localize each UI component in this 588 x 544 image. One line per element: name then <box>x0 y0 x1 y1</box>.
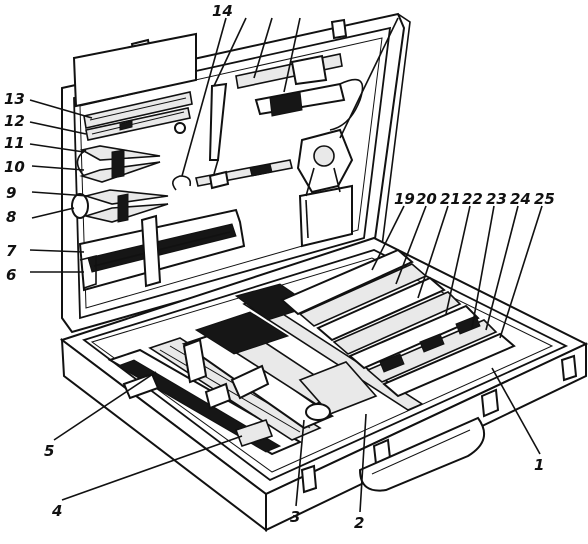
label-4: 4 <box>51 502 62 520</box>
label-21: 21 <box>440 190 461 208</box>
leader-7 <box>29 249 85 253</box>
label-23: 23 <box>486 190 507 208</box>
leader-12 <box>29 121 87 135</box>
leader-20 <box>395 205 427 285</box>
leader-17 <box>283 17 301 93</box>
handle <box>358 416 486 492</box>
leader-18 <box>339 17 399 139</box>
leader-5 <box>53 371 157 441</box>
leader-10 <box>31 165 85 171</box>
hacksaw <box>78 208 246 292</box>
leader-19 <box>371 205 405 271</box>
leader-23 <box>471 205 495 329</box>
leader-3 <box>295 419 305 507</box>
pliers <box>76 145 161 183</box>
leader-15 <box>213 17 247 87</box>
label-2: 2 <box>354 514 364 532</box>
leader-25 <box>499 205 543 339</box>
leader-13 <box>29 99 93 119</box>
leader-lines <box>29 17 543 513</box>
label-6: 6 <box>6 266 16 284</box>
label-8: 8 <box>6 208 16 226</box>
label-25: 25 <box>534 190 555 208</box>
right-compartment <box>194 248 516 421</box>
label-22: 22 <box>462 190 483 208</box>
leader-21 <box>417 205 449 299</box>
label-9: 9 <box>6 184 16 202</box>
leader-11 <box>29 143 85 153</box>
lid-tools <box>172 82 293 191</box>
label-1: 1 <box>534 456 544 474</box>
label-12: 12 <box>4 112 25 130</box>
leader-4 <box>61 435 243 501</box>
file-set <box>83 91 193 141</box>
label-14: 14 <box>212 2 233 20</box>
label-24: 24 <box>510 190 531 208</box>
wire-cutters <box>71 189 169 223</box>
leader-16 <box>253 17 273 79</box>
leader-14 <box>181 17 227 177</box>
document-pocket <box>72 32 197 108</box>
label-13: 13 <box>4 90 25 108</box>
label-7: 7 <box>6 242 17 260</box>
label-5: 5 <box>44 442 54 460</box>
label-11: 11 <box>4 134 25 152</box>
clamp-holder <box>296 128 354 248</box>
labels: 13 12 11 10 9 8 7 6 14 19 20 21 22 23 24… <box>4 2 555 532</box>
label-19: 19 <box>394 190 415 208</box>
leader-2 <box>359 413 367 513</box>
leader-24 <box>485 205 519 331</box>
leader-8 <box>31 207 75 219</box>
label-20: 20 <box>416 190 437 208</box>
leader-22 <box>445 205 471 315</box>
label-10: 10 <box>4 158 25 176</box>
leader-9 <box>31 191 89 197</box>
label-3: 3 <box>290 508 300 526</box>
leader-1 <box>491 367 541 455</box>
